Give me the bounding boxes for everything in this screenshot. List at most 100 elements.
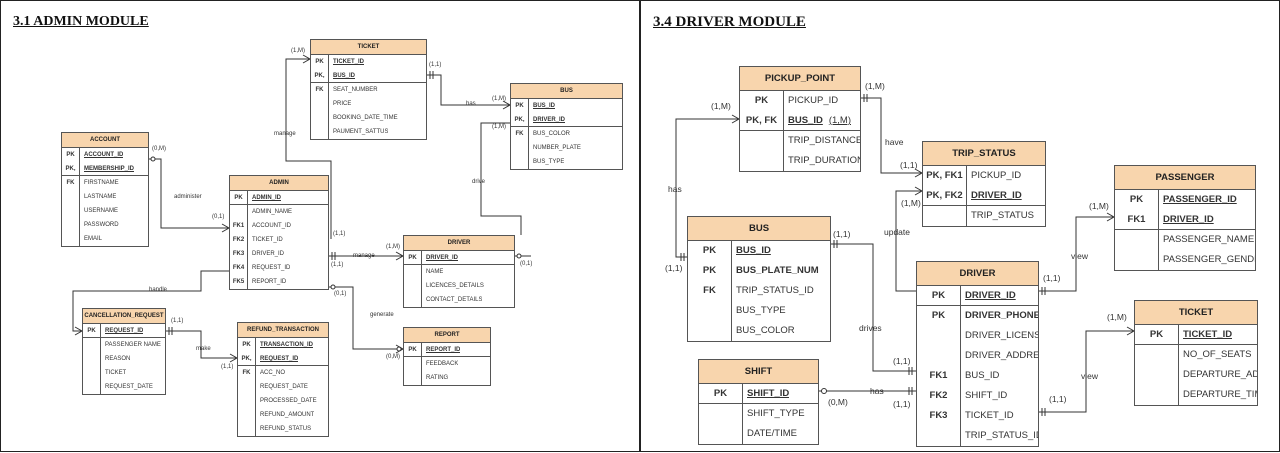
card-trip-have: (1,1) (900, 160, 918, 170)
attribute-name: TICKET_ID (965, 410, 1014, 421)
attribute-key: FK5 (230, 275, 248, 289)
attribute-key: PK (1135, 325, 1179, 344)
attribute-row: PROCESSED_DATE (238, 394, 328, 408)
attribute-key (62, 204, 80, 218)
attribute-key (238, 394, 256, 408)
attribute-row: PAUMENT_SATTUS (311, 125, 426, 139)
entity-ticket-header: TICKET (1135, 301, 1257, 325)
attribute-name: REQUEST_DATE (260, 384, 308, 390)
attribute-row: RATING (404, 371, 490, 385)
attribute-name: BUS_TYPE (736, 305, 786, 316)
attribute-name: DEPARTURE_TIME (1183, 389, 1257, 400)
attribute-key (62, 190, 80, 204)
attribute-name: DRIVER_ID (533, 117, 566, 123)
attribute-key (238, 422, 256, 436)
attribute-row: ADMIN_NAME (230, 205, 328, 219)
attribute-key (699, 404, 743, 424)
attribute-name: BUS_ID (333, 73, 356, 79)
card-admin-manage-driver: (1,1) (331, 262, 344, 268)
attribute-name: ACCOUNT_ID (84, 152, 124, 158)
attribute-key: FK1 (917, 366, 961, 386)
attribute-row: REQUEST_DATE (83, 380, 165, 394)
attribute-key (83, 338, 101, 352)
entity-pickup-point-header: PICKUP_POINT (740, 67, 860, 91)
entity-driver-header: DRIVER (404, 236, 514, 251)
attribute-name: SHIFT_ID (965, 390, 1008, 401)
attribute-key (83, 366, 101, 380)
rel-label-view-passenger: view (1071, 251, 1089, 261)
card-passenger-view: (1,M) (1089, 201, 1109, 211)
attribute-key (83, 380, 101, 394)
attribute-key: PK (83, 324, 101, 337)
attribute-name: BUS_ID (736, 245, 771, 256)
attribute-name: REQUEST_DATE (105, 384, 153, 390)
attribute-row: NO_OF_SEATS (1135, 345, 1257, 365)
card-driver-view-passenger: (1,1) (1043, 273, 1061, 283)
attribute-key: FK2 (917, 386, 961, 406)
attribute-name: ADMIN_ID (252, 195, 282, 201)
attribute-row: REFUND_STATUS (238, 422, 328, 436)
card-pickup-have: (1,M) (865, 81, 885, 91)
attribute-name: USERNAME (84, 208, 119, 214)
attribute-name: PASSENGER_GENDER (1163, 254, 1255, 265)
attribute-name: NO_OF_SEATS (1183, 349, 1252, 360)
attribute-name: TICKET_ID (333, 59, 365, 65)
attribute-name: ADMIN_NAME (252, 209, 293, 215)
attribute-name: DRIVER_LICENSE (965, 330, 1038, 341)
attribute-name: CONTACT_DETAILS (426, 297, 483, 303)
attribute-row: TICKET (83, 366, 165, 380)
attribute-key (923, 206, 967, 226)
attribute-name: SEAT_NUMBER (333, 87, 378, 93)
rel-label-make: make (196, 346, 211, 352)
attribute-name: DRIVER_PHONENUM (965, 310, 1038, 321)
card-refund-make: (1,1) (221, 364, 234, 370)
attribute-key (230, 205, 248, 219)
attribute-key (238, 366, 256, 380)
card-bus-drive: (1,M) (492, 124, 506, 130)
attribute-key (688, 321, 732, 341)
attribute-key (62, 176, 80, 190)
attribute-key (1115, 230, 1159, 250)
card-report-generate: (0,M) (386, 354, 400, 360)
attribute-name: BUS_ID (533, 103, 556, 109)
attribute-name: PICKUP_ID (971, 170, 1022, 181)
card-ticket-has: (1,1) (429, 62, 442, 68)
attribute-key (1135, 345, 1179, 365)
attribute-name: TICKET (105, 370, 127, 376)
admin-module-title: 3.1 ADMIN MODULE (13, 14, 149, 29)
attribute-key (311, 125, 329, 139)
attribute-key (688, 301, 732, 321)
attribute-key: PK, FK (511, 113, 529, 137)
attribute-key (404, 279, 422, 293)
rel-label-has: has (466, 101, 476, 107)
card-driver-drives: (1,1) (893, 356, 911, 366)
attribute-row: SEAT_NUMBER (311, 83, 426, 97)
entity-shift-header: SHIFT (699, 360, 818, 384)
entity-cancellation-request-header: CANCELLATION_REQUEST (83, 309, 165, 324)
card-driver-drive: (0,1) (520, 261, 533, 267)
attribute-name: REFUND_STATUS (260, 426, 312, 432)
rel-label-view-ticket: view (1081, 371, 1099, 381)
